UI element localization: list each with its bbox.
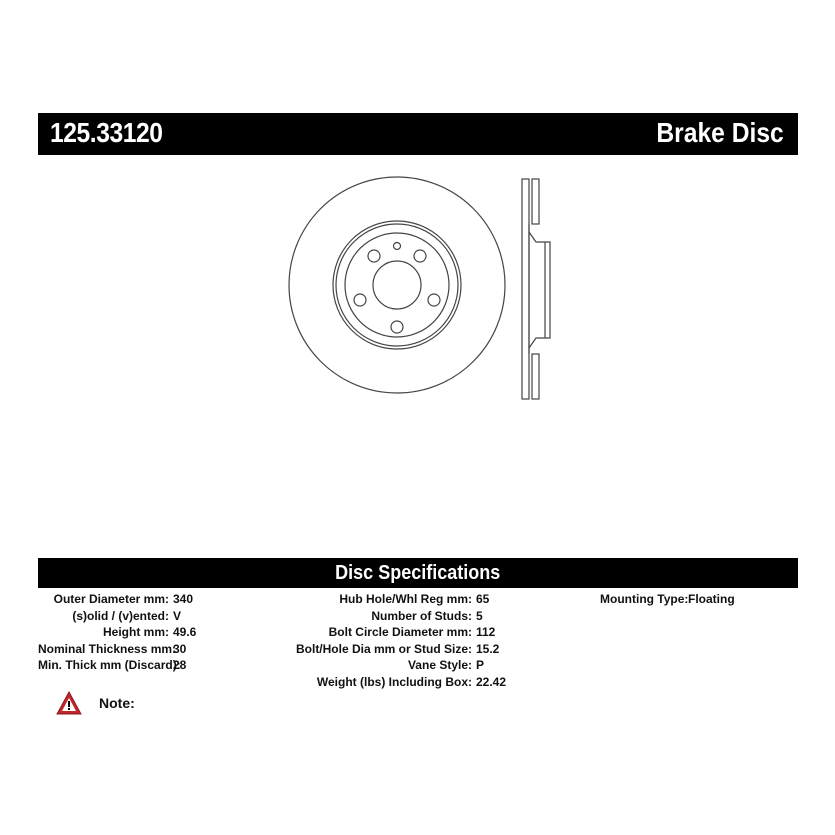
- spec-value: 28: [173, 658, 187, 672]
- spec-value: 112: [476, 625, 496, 639]
- spec-column-3: Mounting Type:Floating: [600, 591, 735, 608]
- note: Note:: [55, 690, 135, 716]
- spec-row-mounting-type: Mounting Type:Floating: [600, 591, 735, 608]
- spec-label: Nominal Thickness mm:: [38, 641, 177, 656]
- part-number: 125.33120: [50, 117, 163, 148]
- spec-value: 22.42: [476, 674, 507, 689]
- spec-label: Outer Diameter mm:: [53, 592, 169, 606]
- spec-value: 340: [173, 592, 194, 606]
- spec-row-height: Height mm: 49.6: [38, 624, 196, 641]
- spec-row-hub-hole: Hub Hole/Whl Reg mm: 65: [290, 591, 506, 608]
- spec-label: Bolt Circle Diameter mm:: [328, 625, 472, 639]
- header-bar: 125.33120 Brake Disc: [38, 113, 798, 155]
- spec-row-vane-style: Vane Style: P: [290, 657, 506, 674]
- spec-value: 49.6: [173, 625, 197, 639]
- spec-value: 5: [476, 608, 483, 623]
- spec-value: P: [476, 658, 485, 672]
- spec-label: Number of Studs:: [371, 608, 472, 623]
- spec-column-1: Outer Diameter mm: 340 (s)olid / (v)ented…: [38, 591, 196, 674]
- warning-triangle-icon: [56, 690, 82, 715]
- spec-label: Bolt/Hole Dia mm or Stud Size:: [295, 641, 472, 656]
- spec-row-number-of-studs: Number of Studs: 5: [290, 608, 506, 625]
- spec-label: Mounting Type:: [600, 592, 689, 606]
- spec-label: (s)olid / (v)ented:: [72, 608, 169, 623]
- spec-row-bolt-hole-dia: Bolt/Hole Dia mm or Stud Size: 15.2: [290, 641, 506, 658]
- brake-disc-drawing: [280, 170, 570, 410]
- spec-row-nominal-thickness: Nominal Thickness mm:30: [38, 641, 196, 658]
- spec-label: Hub Hole/Whl Reg mm:: [339, 592, 472, 606]
- spec-title-bar: Disc Specifications: [38, 558, 798, 588]
- spec-row-solid-vented: (s)olid / (v)ented: V: [38, 608, 196, 625]
- spec-label: Vane Style:: [407, 658, 472, 672]
- note-label: Note:: [99, 695, 135, 711]
- spec-title: Disc Specifications: [335, 562, 501, 584]
- spec-value: 65: [476, 592, 490, 606]
- spec-row-outer-diameter: Outer Diameter mm: 340: [38, 591, 196, 608]
- spec-label: Min. Thick mm (Discard):: [38, 658, 181, 672]
- spec-row-min-thickness: Min. Thick mm (Discard):28: [38, 657, 196, 674]
- spec-row-weight: Weight (lbs) Including Box: 22.42: [290, 674, 506, 691]
- spec-label: Height mm:: [103, 625, 169, 639]
- spec-column-2: Hub Hole/Whl Reg mm: 65 Number of Studs: 5…: [290, 591, 506, 690]
- spec-label: Weight (lbs) Including Box:: [316, 674, 472, 689]
- spec-row-bolt-circle: Bolt Circle Diameter mm: 112: [290, 624, 506, 641]
- spec-value: 30: [173, 641, 187, 656]
- spec-value: Floating: [688, 592, 735, 606]
- brake-disc-cross-section-icon: [521, 178, 551, 400]
- spec-value: V: [173, 608, 182, 623]
- spec-value: 15.2: [476, 641, 500, 656]
- part-type: Brake Disc: [656, 117, 784, 148]
- brake-disc-front-view-icon: [288, 176, 506, 394]
